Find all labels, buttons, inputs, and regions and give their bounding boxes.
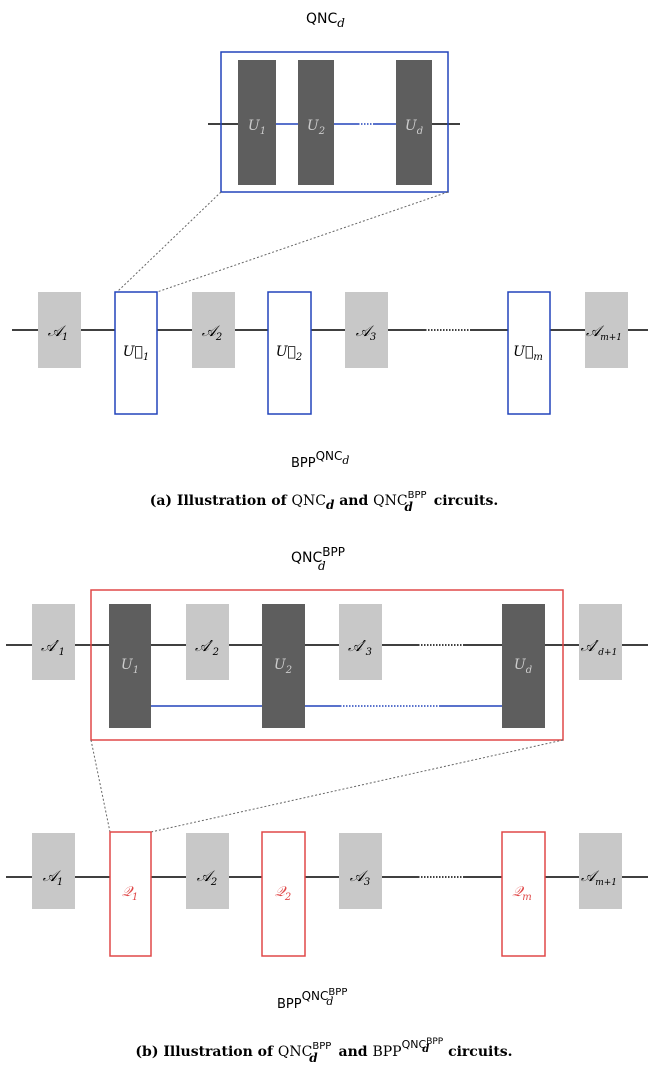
gate-ap3-b-label: 𝒜′3	[348, 637, 372, 658]
qnc-d-frame	[220, 51, 449, 193]
gate-qm-label: 𝒬m	[512, 884, 532, 903]
gate-ud-b	[502, 604, 545, 728]
gate-u1-a-label: U1	[248, 118, 266, 137]
gate-ud-b-label: Ud	[514, 657, 532, 676]
gate-u1-b-label: U1	[121, 657, 139, 676]
gate-apd1-b-label: 𝒜′d+1	[581, 637, 618, 658]
gate-ap2-b	[186, 604, 229, 680]
gate-a1-b	[32, 833, 75, 909]
gate-a2-a	[192, 292, 235, 368]
gate-ud-a-label: Ud	[405, 118, 423, 137]
qnc-d-title: QNCd	[306, 11, 345, 30]
gate-ud-a	[396, 60, 432, 185]
gate-q2-label: 𝒬2	[275, 884, 291, 903]
gate-q1	[109, 831, 152, 957]
gate-a3-b	[339, 833, 382, 909]
zoom-line-b-left	[90, 739, 111, 833]
gate-vec-u1-label: U⃗1	[123, 344, 150, 363]
gate-u1-b	[109, 604, 151, 728]
zoom-line-a-left	[116, 191, 222, 293]
gate-u2-b	[262, 604, 305, 728]
gate-a1-a	[38, 292, 81, 368]
gate-u2-b-label: U2	[274, 657, 292, 676]
zoom-line-a-right	[156, 191, 449, 293]
gate-am1-b	[579, 833, 622, 909]
gate-vec-u2	[267, 291, 312, 415]
gate-q2	[261, 831, 306, 957]
gate-u2-a-label: U2	[307, 118, 325, 137]
bpp-qnc-d-label: BPPQNCd	[291, 449, 349, 471]
qnc-d-bpp-frame	[90, 589, 564, 741]
gate-vec-u2-label: U⃗2	[276, 344, 303, 363]
gate-ap2-b-label: 𝒜′2	[195, 637, 219, 658]
gate-vec-um-label: U⃗m	[513, 344, 543, 363]
gate-u2-a	[298, 60, 334, 185]
gate-am1-a	[585, 292, 628, 368]
gate-a3-a	[345, 292, 388, 368]
gate-q1-label: 𝒬1	[122, 884, 138, 903]
gate-apd1-b	[579, 604, 622, 680]
figure-a: QNCd U1 U2 Ud 𝒜1	[12, 11, 648, 514]
gate-ap1-b	[32, 604, 75, 680]
gate-vec-um	[507, 291, 551, 415]
gate-vec-u1	[114, 291, 158, 415]
gate-a2-b	[186, 833, 229, 909]
gate-ap3-b	[339, 604, 382, 680]
gate-u1-a	[238, 60, 276, 185]
gate-qm	[501, 831, 546, 957]
gate-ap1-b-label: 𝒜′1	[41, 637, 65, 658]
zoom-line-b-right	[150, 739, 564, 833]
